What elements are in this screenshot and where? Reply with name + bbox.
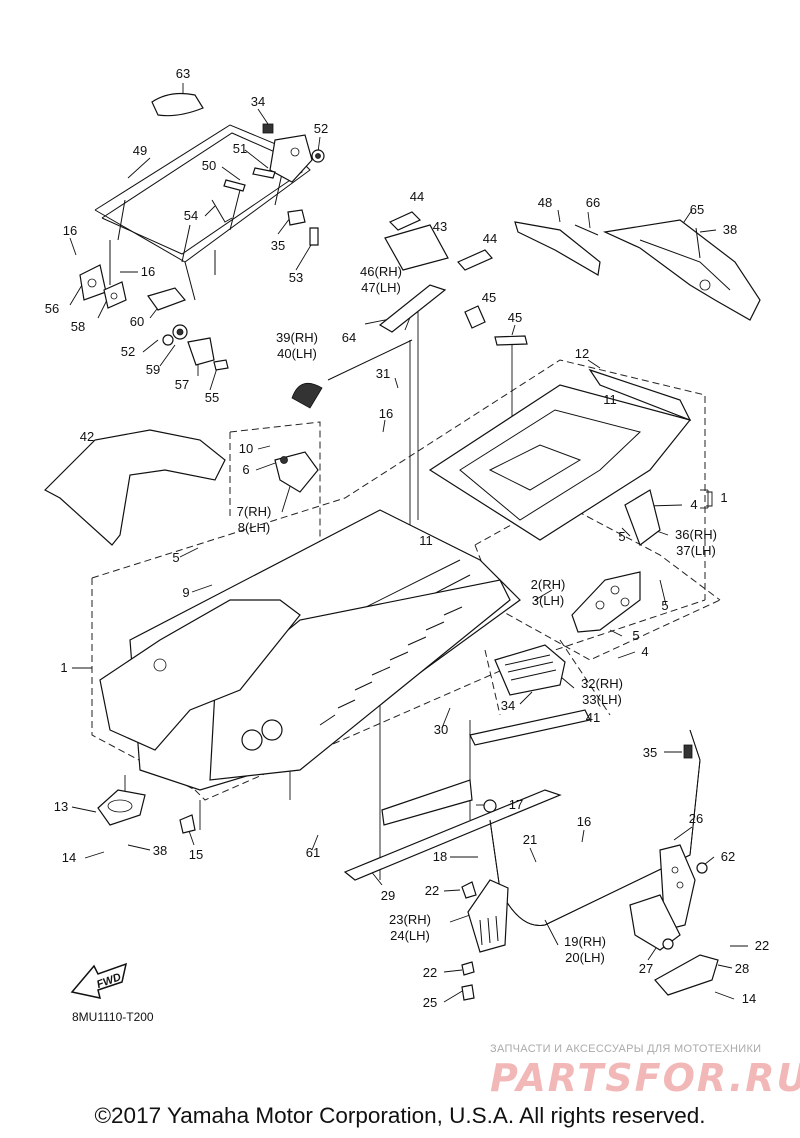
watermark-caption: ЗАПЧАСТИ И АКСЕССУАРЫ ДЛЯ МОТОТЕХНИКИ [490, 1043, 762, 1055]
callout-label: 47(LH) [361, 280, 401, 295]
callout-label: 15 [189, 847, 203, 862]
callout-label: 16 [141, 264, 155, 279]
callout-label: 36(RH) [675, 527, 717, 542]
callout-label: 5 [661, 598, 668, 613]
callout-label: 4 [641, 644, 648, 659]
callout-label: 14 [742, 991, 756, 1006]
callout-label: 35 [643, 745, 657, 760]
callout-label: 9 [182, 585, 189, 600]
callout-label: 1 [60, 660, 67, 675]
watermark-logo: PARTSFOR.RU [490, 1056, 800, 1100]
callout-label: 38 [153, 843, 167, 858]
callout-label: 2(RH) [531, 577, 566, 592]
callout-label: 11 [419, 533, 433, 548]
callout-label: 17 [509, 797, 523, 812]
assembly-outlines [91, 359, 721, 801]
callout-label: 37(LH) [676, 543, 716, 558]
callout-label: 5 [618, 529, 625, 544]
callout-label: 5 [172, 550, 179, 565]
callout-label: 13 [54, 799, 68, 814]
callout-label: 20(LH) [565, 950, 605, 965]
callout-label: 42 [80, 429, 94, 444]
callout-label: 23(RH) [389, 912, 431, 927]
callout-label: 49 [133, 143, 147, 158]
callout-label: 54 [184, 208, 198, 223]
callout-label: 62 [721, 849, 735, 864]
callout-label: 52 [121, 344, 135, 359]
callout-label: 52 [314, 121, 328, 136]
callout-label: 24(LH) [390, 928, 430, 943]
callout-label: 5 [632, 628, 639, 643]
callout-label: 4 [690, 497, 697, 512]
callout-label: 35 [271, 238, 285, 253]
callout-label: 46(RH) [360, 264, 402, 279]
callout-label: 25 [423, 995, 437, 1010]
callout-label: 43 [433, 219, 447, 234]
bracket-mark [706, 491, 713, 507]
callout-label: 55 [205, 390, 219, 405]
callout-label: 56 [45, 301, 59, 316]
callout-label: 50 [202, 158, 216, 173]
part-drawings [44, 92, 761, 1001]
callout-label: 66 [586, 195, 600, 210]
callout-label: 10 [239, 441, 253, 456]
callout-label: 57 [175, 377, 189, 392]
callout-label: 60 [130, 314, 144, 329]
callout-label: 19(RH) [564, 934, 606, 949]
callout-label: 51 [233, 141, 247, 156]
callout-label: 22 [425, 883, 439, 898]
callout-label: 45 [508, 310, 522, 325]
callout-label: 16 [379, 406, 393, 421]
callout-label: 39(RH) [276, 330, 318, 345]
callout-label: 30 [434, 722, 448, 737]
copyright-notice: ©2017 Yamaha Motor Corporation, U.S.A. A… [94, 1103, 706, 1128]
callout-labels: 63 34 52 49 51 50 54 35 53 16 16 56 58 6… [45, 66, 769, 1010]
callout-label: 26 [689, 811, 703, 826]
callout-label: 32(RH) [581, 676, 623, 691]
callout-label: 65 [690, 202, 704, 217]
callout-label: 33(LH) [582, 692, 622, 707]
callout-label: 7(RH) [237, 504, 272, 519]
callout-label: 34 [251, 94, 265, 109]
callout-label: 16 [63, 223, 77, 238]
callout-label: 44 [410, 189, 424, 204]
callout-label: 6 [242, 462, 249, 477]
callout-label: 31 [376, 366, 390, 381]
callout-label: 63 [176, 66, 190, 81]
callout-label: 44 [483, 231, 497, 246]
callout-label: 27 [639, 961, 653, 976]
callout-label: 11 [603, 392, 617, 407]
callout-label: 28 [735, 961, 749, 976]
callout-label: 53 [289, 270, 303, 285]
callout-label: 1 [720, 490, 727, 505]
callout-label: 40(LH) [277, 346, 317, 361]
callout-label: 59 [146, 362, 160, 377]
callout-label: 16 [577, 814, 591, 829]
callout-label: 22 [755, 938, 769, 953]
callout-label: 41 [586, 710, 600, 725]
callout-label: 12 [575, 346, 589, 361]
callout-label: 38 [723, 222, 737, 237]
forward-arrow-icon: FWD [70, 962, 128, 999]
callout-label: 22 [423, 965, 437, 980]
callout-label: 8(LH) [238, 520, 271, 535]
callout-label: 21 [523, 832, 537, 847]
callout-label: 34 [501, 698, 515, 713]
callout-label: 61 [306, 845, 320, 860]
callout-label: 58 [71, 319, 85, 334]
callout-label: 48 [538, 195, 552, 210]
callout-label: 29 [381, 888, 395, 903]
callout-label: 45 [482, 290, 496, 305]
callout-label: 14 [62, 850, 76, 865]
diagram-code: 8MU1110-T200 [72, 1010, 154, 1024]
callout-label: 18 [433, 849, 447, 864]
callout-label: 64 [342, 330, 356, 345]
callout-label: 3(LH) [532, 593, 565, 608]
